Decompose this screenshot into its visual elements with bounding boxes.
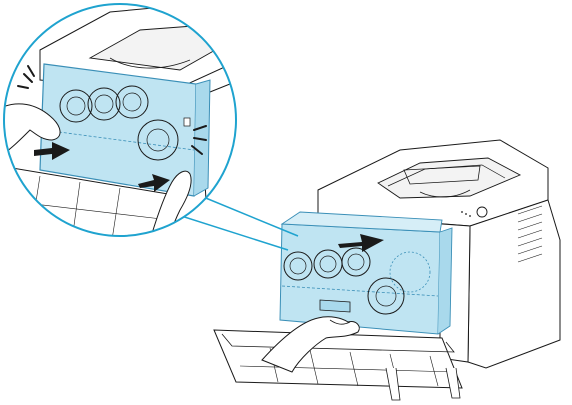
click-marks-icon [17, 65, 35, 89]
arrow-right-icon [138, 174, 170, 192]
click-marks-icon [191, 125, 207, 155]
status-leds [461, 211, 471, 217]
printer [213, 139, 561, 401]
zoom-hand-left [4, 103, 61, 157]
paper-guide [403, 165, 481, 185]
toner-drawer[interactable] [279, 211, 453, 335]
zoom-callout [3, 3, 299, 251]
toner-slot-1 [283, 251, 313, 281]
output-tray [377, 157, 522, 199]
toner-slot-4 [367, 251, 431, 315]
toner-slot-3 [341, 247, 371, 277]
printer-side [467, 199, 561, 369]
hand [261, 316, 360, 373]
front-door[interactable] [213, 329, 463, 389]
arrow-right-icon [338, 234, 384, 252]
callout-circle [3, 3, 237, 237]
drawer-handle[interactable] [319, 299, 351, 313]
zoom-toner-slots [59, 85, 179, 161]
power-button[interactable] [476, 206, 488, 218]
side-vents [517, 205, 543, 263]
arrow-right-icon [34, 142, 70, 160]
